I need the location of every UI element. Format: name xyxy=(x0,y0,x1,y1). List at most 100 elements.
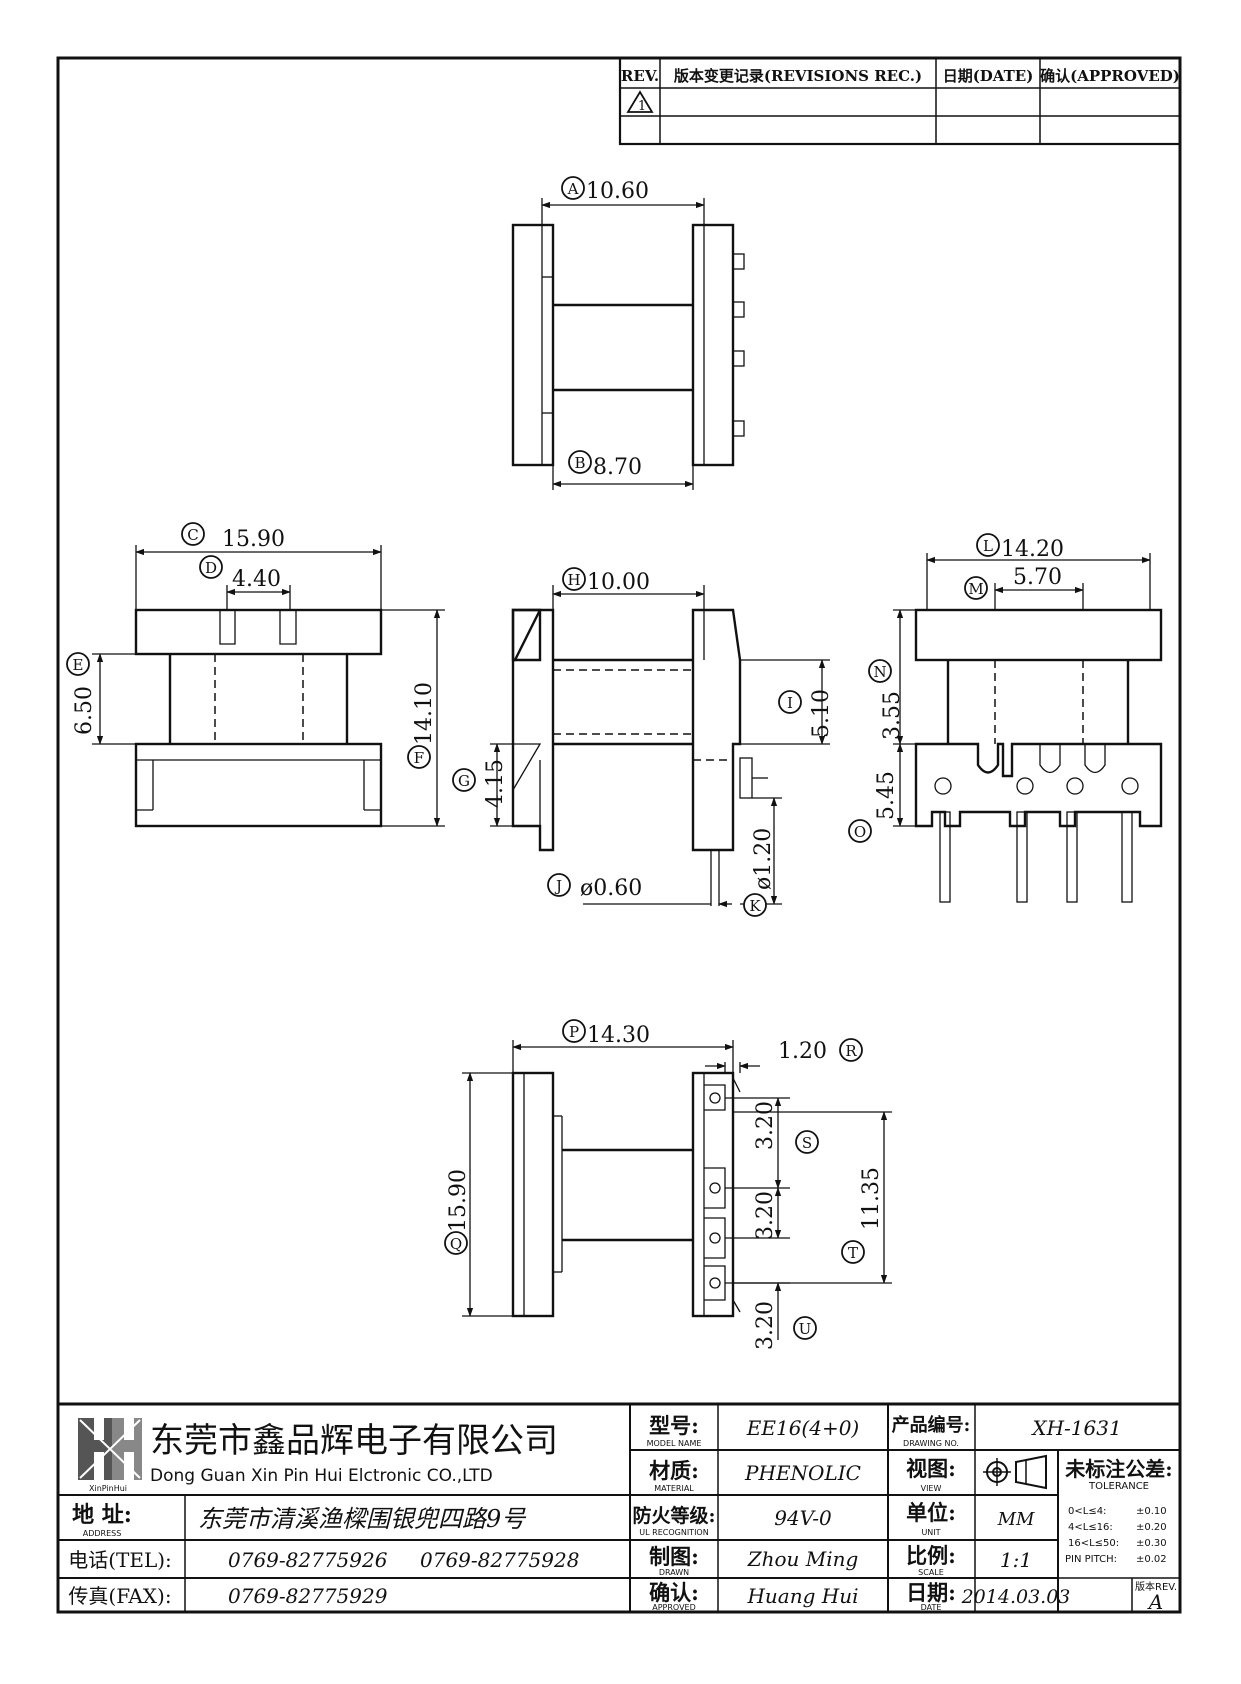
approved-label: 确认: xyxy=(649,1580,699,1605)
drawing-frame xyxy=(56,56,1182,1614)
drawing-no-label-en: DRAWING NO. xyxy=(903,1439,959,1448)
company-logo: XinPinHui xyxy=(78,1418,142,1493)
date-label: 日期: xyxy=(906,1580,956,1605)
dim-m-value: 5.70 xyxy=(1013,565,1062,590)
tolerance-range: 0<L≤4: xyxy=(1068,1506,1106,1517)
dim-letter-h: H xyxy=(567,571,580,589)
dim-letter-l: L xyxy=(983,537,993,555)
tolerance-value: ±0.20 xyxy=(1136,1522,1167,1533)
dim-s2-value: 3.20 xyxy=(753,1191,778,1240)
dim-letter-n: N xyxy=(873,663,886,681)
dim-q-value: 15.90 xyxy=(446,1169,471,1232)
dim-g-value: 4.15 xyxy=(483,759,508,808)
material-value: PHENOLIC xyxy=(744,1461,861,1485)
address-label: 地 址: xyxy=(72,1502,132,1528)
approved-header: 确认(APPROVED) xyxy=(1040,67,1180,85)
drawing-no-label: 产品编号: xyxy=(892,1414,971,1436)
fax-value: 0769-82775929 xyxy=(228,1584,388,1608)
rev-value: A xyxy=(1147,1590,1163,1614)
dim-letter-q: Q xyxy=(450,1235,462,1253)
address-label-en: ADDRESS xyxy=(83,1529,122,1538)
address-value: 东莞市清溪渔樑围银兜四路9号 xyxy=(198,1505,527,1533)
revision-table: REV. 版本变更记录(REVISIONS REC.) 日期(DATE) 确认(… xyxy=(618,56,1182,146)
drawn-label: 制图: xyxy=(649,1544,699,1569)
dim-letter-b: B xyxy=(574,454,585,472)
dim-letter-s: S xyxy=(802,1134,812,1152)
dim-s-value: 3.20 xyxy=(753,1101,778,1150)
dim-f-value: 14.10 xyxy=(412,682,437,745)
top-view: A 10.60 B 8.70 xyxy=(511,176,745,490)
rev-label: 版本REV. xyxy=(1135,1580,1177,1593)
tolerance-title-en: TOLERANCE xyxy=(1088,1481,1149,1492)
dim-letter-a: A xyxy=(567,180,579,198)
unit-label-en: UNIT xyxy=(921,1528,940,1537)
title-block: XinPinHui 东莞市鑫品辉电子有限公司 Dong Guan Xin Pin… xyxy=(58,1402,1180,1614)
tolerance-value: ±0.10 xyxy=(1136,1506,1167,1517)
date-header: 日期(DATE) xyxy=(943,67,1034,85)
model-label: 型号: xyxy=(649,1413,699,1438)
dim-l-value: 14.20 xyxy=(1001,537,1064,562)
dim-letter-r: R xyxy=(845,1042,857,1060)
approved-value: Huang Hui xyxy=(746,1584,858,1608)
tolerance-range: 16<L≤50: xyxy=(1068,1538,1119,1549)
dim-letter-j: J xyxy=(554,877,562,895)
view-label: 视图: xyxy=(906,1456,956,1481)
logo-text: XinPinHui xyxy=(89,1484,127,1493)
tolerance-range: 4<L≤16: xyxy=(1068,1522,1113,1533)
dim-i-value: 5.10 xyxy=(809,689,834,738)
front-view: C 15.90 D 4.40 E 6.50 F 14.10 xyxy=(66,522,445,828)
scale-label-en: SCALE xyxy=(918,1568,944,1577)
dim-b-value: 8.70 xyxy=(593,455,642,480)
tel-label: 电话(TEL): xyxy=(68,1548,172,1572)
dim-u-value: 3.20 xyxy=(753,1301,778,1350)
ul-label-en: UL RECOGNITION xyxy=(639,1528,708,1537)
tolerance-value: ±0.30 xyxy=(1136,1538,1167,1549)
rev-header: REV. xyxy=(621,67,659,85)
tolerance-value: ±0.02 xyxy=(1136,1554,1167,1565)
view-label-en: VIEW xyxy=(921,1484,942,1493)
dim-h-value: 10.00 xyxy=(587,570,650,595)
unit-label: 单位: xyxy=(906,1500,956,1525)
dim-o-value: 5.45 xyxy=(874,771,899,820)
dim-letter-u: U xyxy=(799,1320,812,1338)
dim-letter-o: O xyxy=(854,823,866,841)
drawn-value: Zhou Ming xyxy=(747,1547,859,1571)
projection-symbol-icon xyxy=(983,1454,1047,1490)
bottom-view: P 14.30 Q 15.90 1.20 R 3.20 S 3.20 11.35… xyxy=(444,1019,892,1350)
dim-letter-i: I xyxy=(787,694,793,712)
revision-record-header: 版本变更记录(REVISIONS REC.) xyxy=(674,67,922,85)
dim-letter-m: M xyxy=(968,580,983,598)
dim-letter-c: C xyxy=(187,526,198,544)
material-label: 材质: xyxy=(649,1458,699,1483)
dim-d-value: 4.40 xyxy=(232,567,281,592)
right-view: L 14.20 M 5.70 N 3.55 O 5.45 xyxy=(848,533,1163,903)
tolerance-title: 未标注公差: xyxy=(1065,1457,1172,1481)
dim-letter-k: K xyxy=(749,897,761,915)
revision-triangle-icon xyxy=(626,90,654,113)
dim-n-value: 3.55 xyxy=(880,691,905,740)
approved-label-en: APPROVED xyxy=(652,1603,696,1612)
drawn-label-en: DRAWN xyxy=(659,1568,689,1577)
dim-a-value: 10.60 xyxy=(586,179,649,204)
dim-k-value: ø1.20 xyxy=(751,828,776,890)
model-label-en: MODEL NAME xyxy=(647,1439,702,1448)
drawing-no-value: XH-1631 xyxy=(1030,1416,1121,1440)
dim-p-value: 14.30 xyxy=(587,1023,650,1048)
material-label-en: MATERIAL xyxy=(654,1484,694,1493)
dim-e-value: 6.50 xyxy=(72,686,97,735)
side-view: H 10.00 I 5.10 G 4.15 J ø0.60 K ø1.20 xyxy=(452,567,834,917)
dim-letter-d: D xyxy=(205,559,217,577)
dim-letter-f: F xyxy=(414,749,424,767)
dim-letter-t: T xyxy=(848,1244,858,1262)
dim-c-value: 15.90 xyxy=(222,527,285,552)
tel-value-1: 0769-82775926 xyxy=(228,1548,388,1572)
company-name-cn: 东莞市鑫品辉电子有限公司 xyxy=(150,1421,558,1461)
tel-value-2: 0769-82775928 xyxy=(420,1548,579,1572)
date-label-en: DATE xyxy=(921,1603,942,1612)
dim-letter-p: P xyxy=(569,1023,579,1041)
tolerance-range: PIN PITCH: xyxy=(1065,1554,1117,1565)
scale-label: 比例: xyxy=(906,1543,956,1568)
model-value: EE16(4+0) xyxy=(746,1416,859,1440)
dim-t-value: 11.35 xyxy=(859,1167,884,1230)
